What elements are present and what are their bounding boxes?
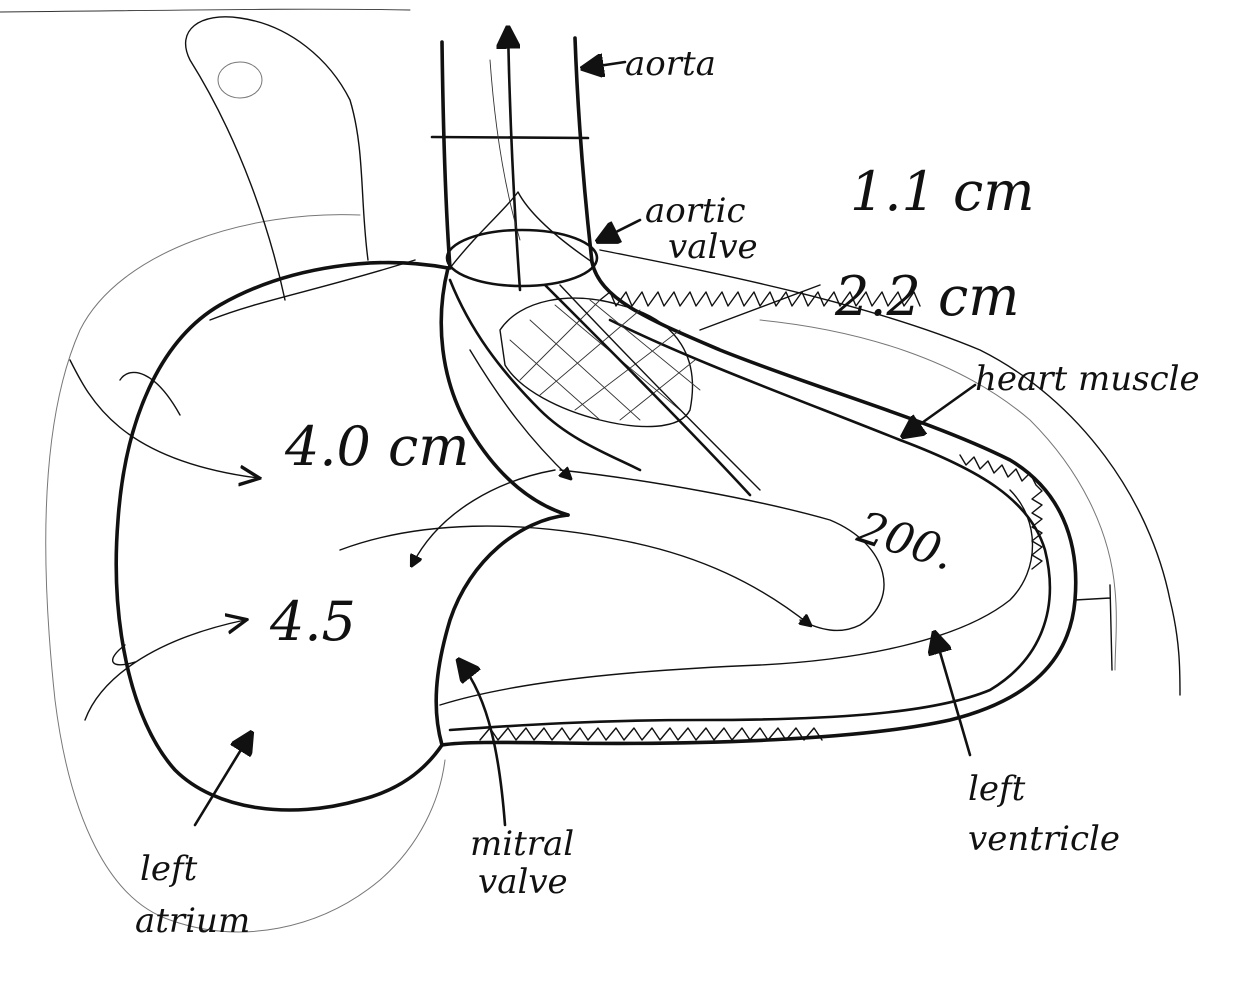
septal-arrow [469,349,570,478]
heart-muscle-zigzag-top [599,291,921,307]
pericardium-inner-arc [759,319,1117,671]
outflow-hatch-outline [499,297,694,428]
atrium-lower-measurement: 4.5 [269,590,356,653]
atrium-upper-measurement: 4.0 cm [284,415,470,478]
left-atrium-outline [114,260,450,812]
outflow-hatching [509,299,701,421]
outer-contour [45,214,446,933]
aorta-right-wall [573,36,594,264]
aortic-valve-label-line2: valve [668,227,758,267]
aortic-valve-label-line1: aortic [645,191,746,231]
septum-right [448,278,642,472]
heart-muscle-leader [905,383,977,435]
aorta-cross-line [430,135,590,140]
mitral-valve-leader [460,662,507,827]
atrium-inner-line [209,259,416,321]
scan-edge-line [0,8,411,13]
ventricle-volume-measurement: 200. [851,502,961,581]
left-atrium-leader [193,735,250,827]
left-ventricle-leader [935,635,972,757]
pericardium-arc [599,249,1181,696]
aortic-valve [445,228,599,288]
mitral-leaflet [559,469,885,632]
atrium-cross-arrow [339,525,810,625]
heart-muscle-zigzag-right [959,454,1043,570]
left-ventricle-label-line2: ventricle [968,819,1120,859]
bracket-mark [1074,584,1113,671]
ventricle-inner-wall [448,318,1052,732]
mitral-valve-outline [434,513,570,747]
septum-left [439,266,570,517]
outflow-jet-1 [543,283,752,497]
heart-muscle-label: heart muscle [975,359,1200,399]
aorta-leader [585,62,627,68]
pulmonary-vein [184,16,369,301]
ventricle-outer-wall [440,260,1078,747]
left-ventricle-label-line1: left [968,769,1026,809]
mitral-valve-label-line1: mitral [470,824,574,864]
heart-muscle-zigzag-bottom [479,727,823,741]
aorta-label: aorta [625,44,716,84]
atrium-return-arrow [412,469,556,565]
left-atrium-label-line2: atrium [135,901,250,941]
vein-opening [217,61,263,99]
aorta-inner-line [489,59,521,241]
atrium-flow-arrow-lower [84,620,245,721]
atrium-hook [112,644,136,666]
atrium-flow-arrow-upper [69,359,258,478]
mitral-valve-label-line2: valve [478,862,568,902]
aortic-valve-leader [600,218,642,240]
ventricle-cavity-line [439,489,1034,706]
lvot-measurement: 2.2 cm [834,265,1020,328]
left-atrium-label-line1: left [140,849,198,889]
atrium-swirl [119,371,181,416]
aorta-flow-arrow [508,30,522,292]
aorta-left-wall [440,40,452,270]
lvot-leader [699,284,821,331]
aortic-leaflet [449,191,593,269]
outflow-jet-2 [559,284,761,491]
aortic-root-measurement: 1.1 cm [850,160,1035,223]
